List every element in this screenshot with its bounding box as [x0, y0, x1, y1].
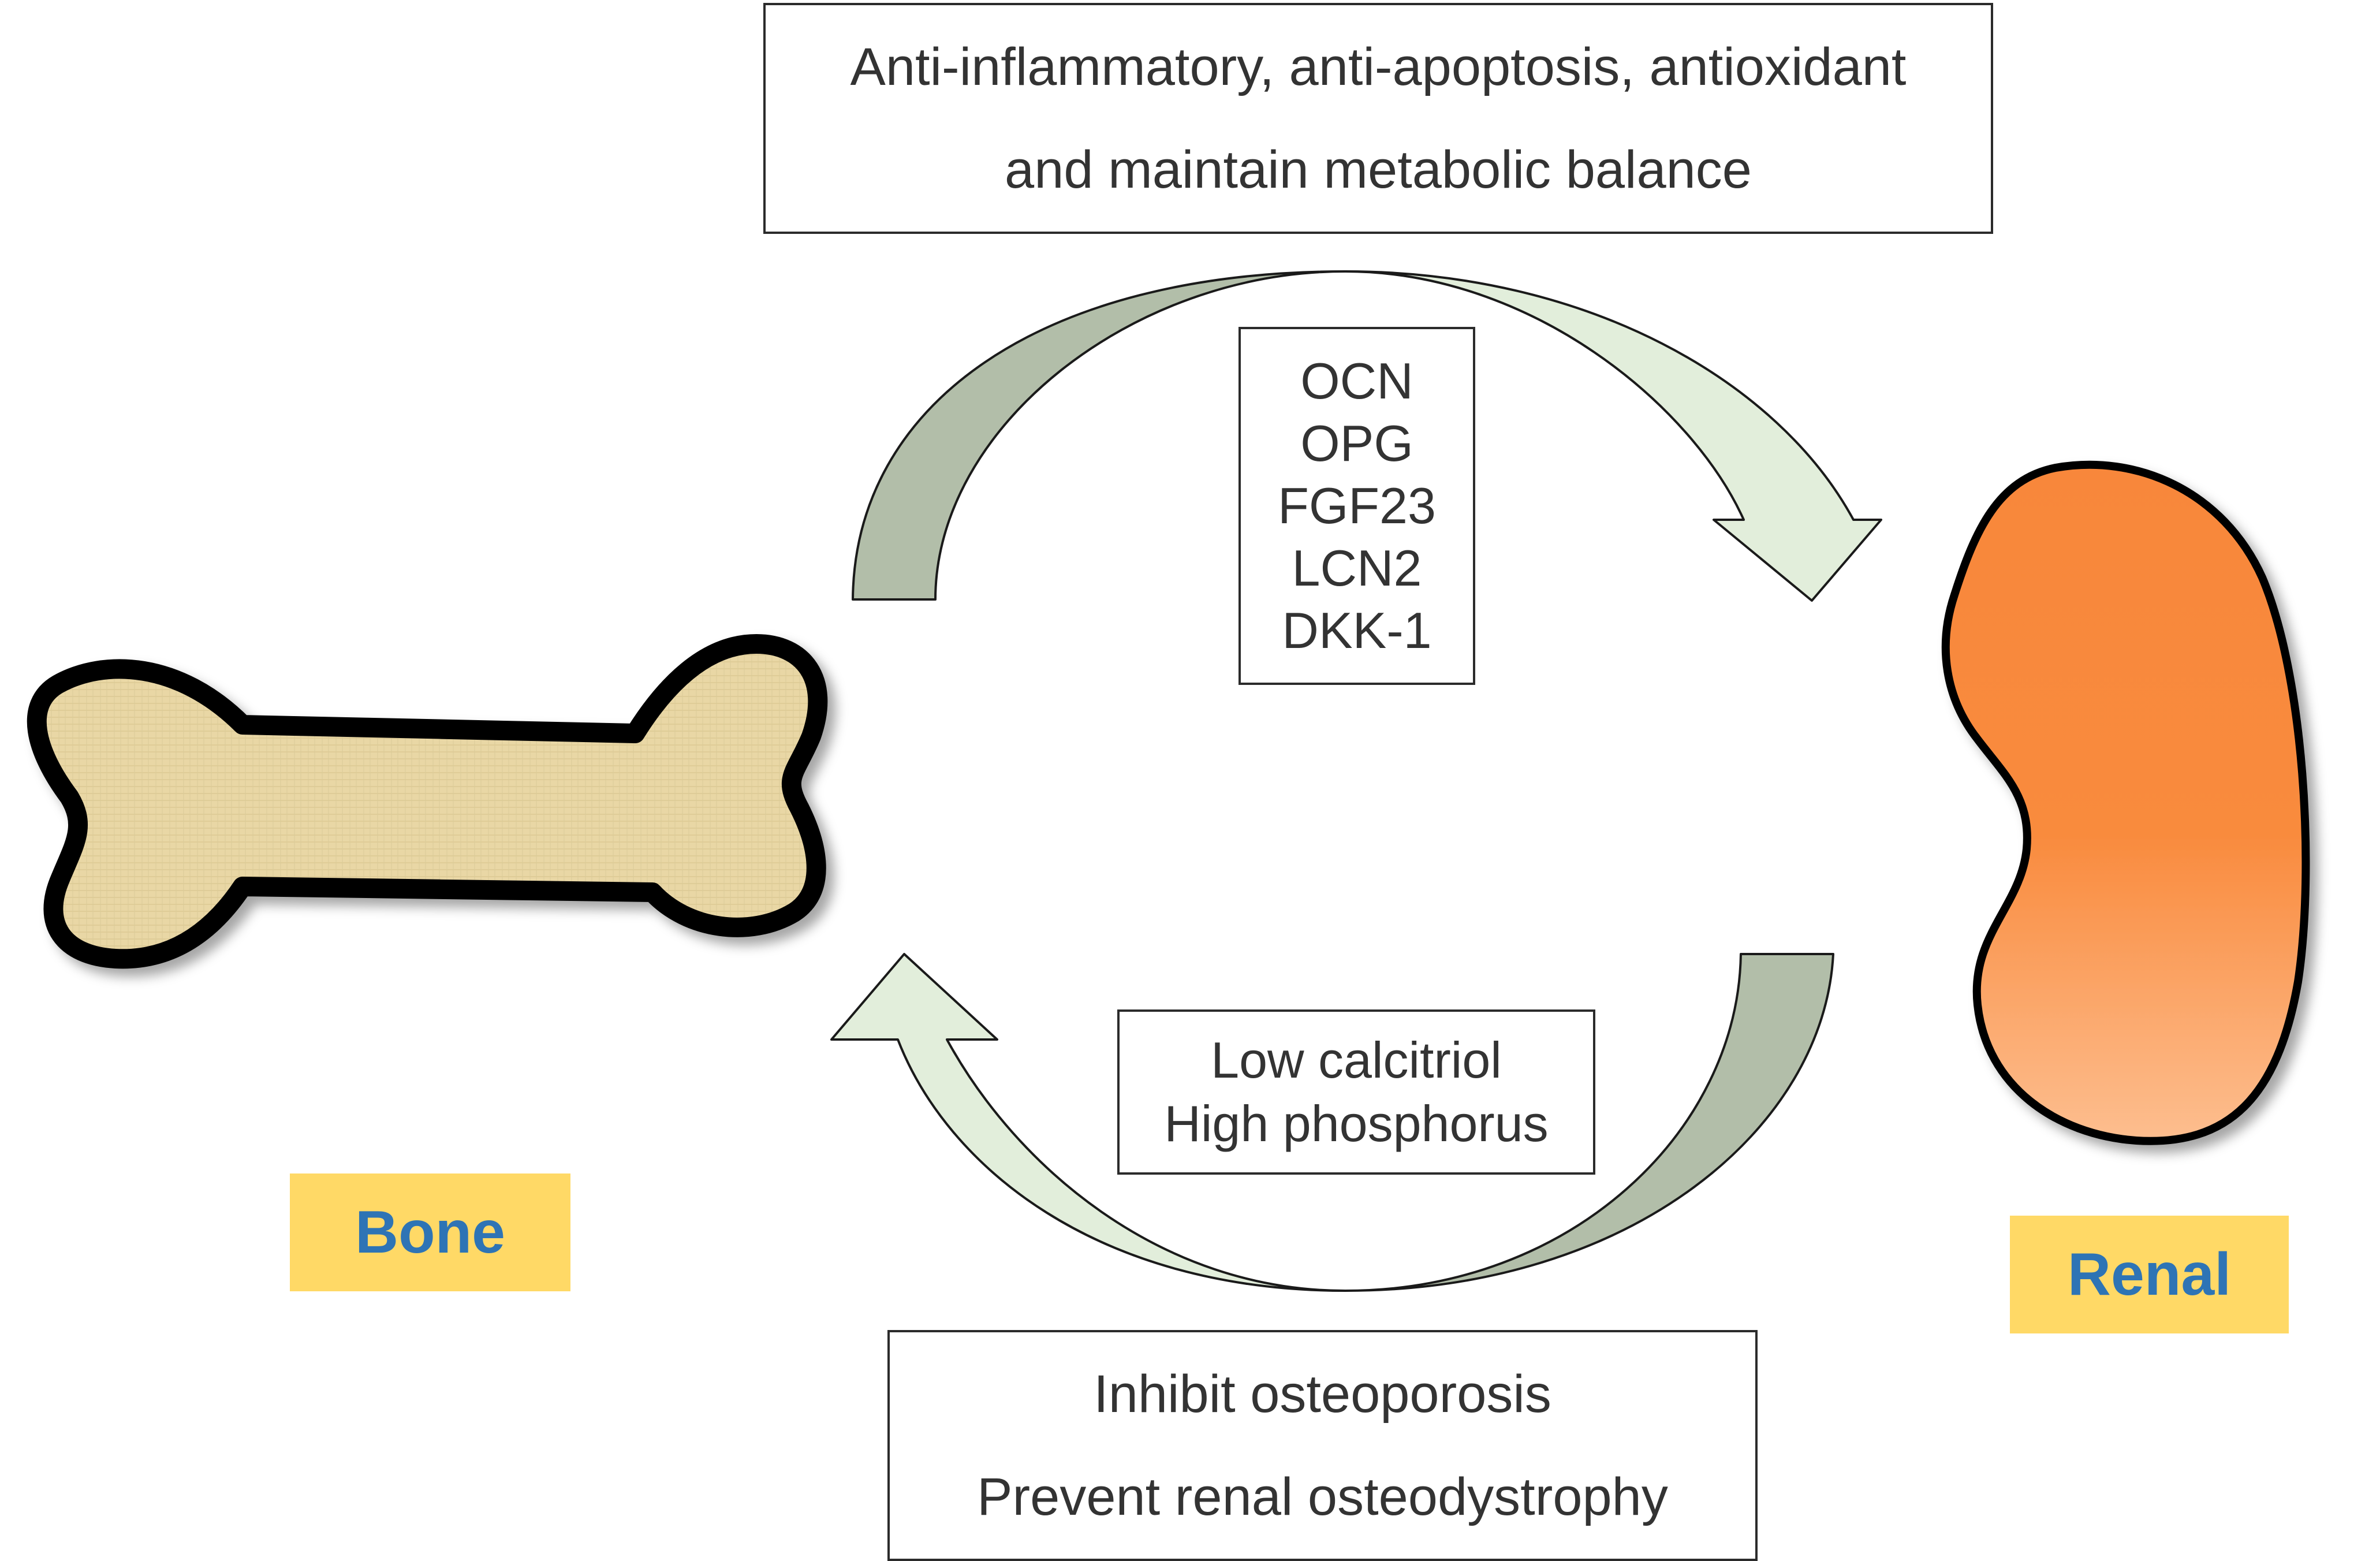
- effects-top-line-1: Anti-inflammatory, anti-apoptosis, antio…: [850, 38, 1907, 96]
- bone-label: Bone: [290, 1173, 570, 1291]
- kidney-illustration: [1941, 460, 2310, 1145]
- factor-low-calcitriol: Low calcitriol: [1211, 1031, 1502, 1089]
- effects-bottom-line-1: Inhibit osteoporosis: [1094, 1365, 1551, 1424]
- factor-dkk1: DKK-1: [1282, 602, 1432, 659]
- factor-high-phosphorus: High phosphorus: [1164, 1095, 1549, 1152]
- effects-box-bottom: Inhibit osteoporosis Prevent renal osteo…: [887, 1330, 1758, 1561]
- factor-opg: OPG: [1300, 415, 1413, 472]
- effects-box-top: Anti-inflammatory, anti-apoptosis, antio…: [763, 3, 1993, 234]
- factor-ocn: OCN: [1300, 352, 1413, 409]
- bone-to-kidney-arrow: [852, 270, 1882, 602]
- factor-fgf23: FGF23: [1278, 477, 1436, 534]
- renal-factors-box: Low calcitriol High phosphorus: [1117, 1009, 1595, 1175]
- renal-label: Renal: [2010, 1216, 2289, 1333]
- effects-top-line-2: and maintain metabolic balance: [1005, 140, 1752, 199]
- factor-lcn2: LCN2: [1292, 539, 1422, 597]
- bone-illustration: [27, 634, 828, 969]
- effects-bottom-line-2: Prevent renal osteodystrophy: [977, 1467, 1668, 1526]
- bone-factors-box: OCN OPG FGF23 LCN2 DKK-1: [1239, 327, 1475, 685]
- kidney-to-bone-arrow: [830, 953, 1834, 1292]
